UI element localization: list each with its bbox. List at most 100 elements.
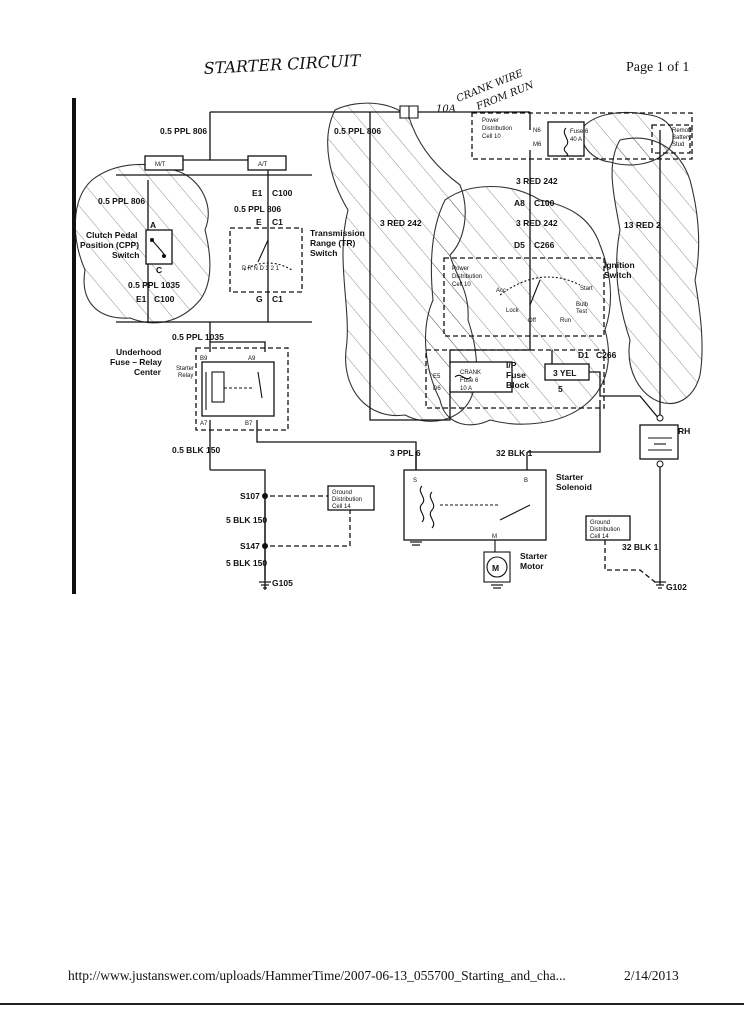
- ip-fuse-block-3: Block: [506, 380, 529, 390]
- ground-dist-left-2: Distribution: [332, 497, 362, 503]
- wire-242-b: 3 RED 242: [516, 176, 558, 186]
- conn-cpp-a: A: [150, 220, 156, 230]
- ground-g102: G102: [666, 582, 687, 592]
- splice-s107: S107: [240, 491, 260, 501]
- starter-motor-symbol: [486, 556, 508, 578]
- starter-solenoid-2: Solenoid: [556, 482, 592, 492]
- dashed-boxes: [195, 112, 693, 583]
- ignition-switch-label-1: Ignition: [604, 260, 635, 270]
- solenoid-pin-m: M: [492, 534, 497, 540]
- crank-pin-e5: E5: [433, 374, 441, 380]
- ign-pos-run: Run: [560, 318, 571, 324]
- component-internals: [149, 105, 672, 583]
- pd-ign-label-1: Power: [452, 266, 469, 272]
- conn-d1: D1: [578, 350, 589, 360]
- ground-dist-right-box: [585, 515, 631, 541]
- splice-labels: S107 S147 G105 G102: [240, 491, 687, 592]
- g102-ground-icon: [654, 581, 666, 589]
- fuse6-label: Fuse 6: [570, 129, 589, 135]
- wire-806-b: 0.5 PPL 806: [234, 204, 281, 214]
- fuse6-rating: 40 A: [570, 137, 582, 143]
- ground-dist-right-2: Distribution: [590, 527, 620, 533]
- wire-labels: 0.5 PPL 806 0.5 PPL 806 0.5 PPL 806 0.5 …: [98, 126, 661, 568]
- starter-relay-label-2: Relay: [178, 373, 193, 379]
- g105-ground-icon: [259, 581, 271, 589]
- cpp-switch-label-3: Switch: [112, 250, 139, 260]
- ign-pos-start: Start: [580, 286, 593, 292]
- battery-box: [639, 424, 679, 460]
- fuse6-box: [547, 121, 585, 157]
- ground-g105: G105: [272, 578, 293, 588]
- solenoid-ground-icon: [410, 541, 422, 546]
- mt-label: M/T: [155, 162, 166, 168]
- underhood-box: [195, 347, 289, 431]
- tr-switch-label-2: Range (TR): [310, 238, 356, 248]
- pd-top-label-1: Power: [482, 118, 499, 124]
- wire-806-top: 0.5 PPL 806: [160, 126, 207, 136]
- annotation-10a: 10A: [436, 104, 456, 115]
- starter-motor-1: Starter: [520, 551, 548, 561]
- pd-top-label-2: Distribution: [482, 126, 512, 132]
- tr-positions: P R N D 3 2 1: [242, 266, 280, 272]
- page-number: Page 1 of 1: [626, 60, 690, 75]
- relay-pin-a9: A9: [248, 356, 256, 362]
- ip-fuse-block-1: I/P: [506, 360, 517, 370]
- wire-1035-b: 0.5 PPL 1035: [172, 332, 224, 342]
- ip-fuse-block-box: [425, 349, 605, 409]
- conn-cpp-c: C: [156, 265, 162, 275]
- fuse6-pin-top: N6: [533, 128, 541, 134]
- crank-fuse-3: 10 A: [460, 386, 472, 392]
- at-box: [247, 155, 287, 171]
- conn-c266-b: C266: [596, 350, 617, 360]
- cpp-switch-label-2: Position (CPP): [80, 240, 139, 250]
- motor-ground-icon: [491, 584, 503, 589]
- 3yel-box: [544, 363, 590, 381]
- wire-1-b: 32 BLK 1: [622, 542, 659, 552]
- rh-bot-dot: [656, 460, 664, 468]
- left-border-bar: [72, 98, 76, 594]
- crank-pin-d6: D6: [433, 386, 441, 392]
- remote-battery-3: Stud: [672, 142, 684, 148]
- wire-2: 13 RED 2: [624, 220, 661, 230]
- cloud-right: [611, 137, 703, 404]
- wire-150-a: 0.5 BLK 150: [172, 445, 220, 455]
- ign-pos-off: Off: [528, 318, 536, 324]
- pd-ign-label-2: Distribution: [452, 274, 482, 280]
- conn-e1-a: E1: [252, 188, 263, 198]
- conn-e1-b: E1: [136, 294, 147, 304]
- g102-ground-dash: [604, 540, 656, 583]
- wire-5-num: 5: [558, 384, 563, 394]
- conn-e-c1: E: [256, 217, 262, 227]
- wire-150-b: 5 BLK 150: [226, 515, 267, 525]
- footer-rule: [0, 1003, 744, 1005]
- conn-c100-c: C100: [534, 198, 555, 208]
- underhood-label-2: Fuse – Relay: [110, 357, 162, 367]
- underhood-label-3: Center: [134, 367, 162, 377]
- ignition-box: [443, 257, 605, 337]
- crank-fuse-1: CRANK: [460, 370, 481, 376]
- relay-pin-a7: A7: [200, 421, 208, 427]
- wire-6: 3 PPL 6: [390, 448, 421, 458]
- wire-806-a: 0.5 PPL 806: [98, 196, 145, 206]
- ground-dist-left-3: Cell 14: [332, 504, 351, 510]
- conn-c100-a: C100: [272, 188, 293, 198]
- ign-pos-acc: Acc: [496, 288, 506, 294]
- solenoid-pin-b: B: [524, 478, 528, 484]
- ign-pos-bulb: Bulb: [576, 302, 589, 308]
- conn-c266-a: C266: [534, 240, 555, 250]
- at-label: A/T: [258, 162, 268, 168]
- splice-s147: S147: [240, 541, 260, 551]
- ground-symbols: [259, 541, 666, 589]
- splice-dots: [262, 414, 664, 549]
- ign-pos-test: Test: [576, 309, 587, 315]
- connector-labels: E1 C100 E C1 G C1 E1 C100 A8 C100 D5 C26…: [136, 188, 617, 360]
- remote-battery-1: Remote: [672, 128, 694, 134]
- conn-a8: A8: [514, 198, 525, 208]
- motor-symbol: M: [492, 563, 499, 573]
- handwritten-title: STARTER CIRCUIT: [203, 51, 362, 78]
- pd-top-box: [471, 112, 693, 160]
- conn-d5: D5: [514, 240, 525, 250]
- crank-fuse-2: Fuse 6: [460, 378, 479, 384]
- wire-242-c: 3 RED 242: [516, 218, 558, 228]
- footer-url: http://www.justanswer.com/uploads/Hammer…: [68, 968, 566, 983]
